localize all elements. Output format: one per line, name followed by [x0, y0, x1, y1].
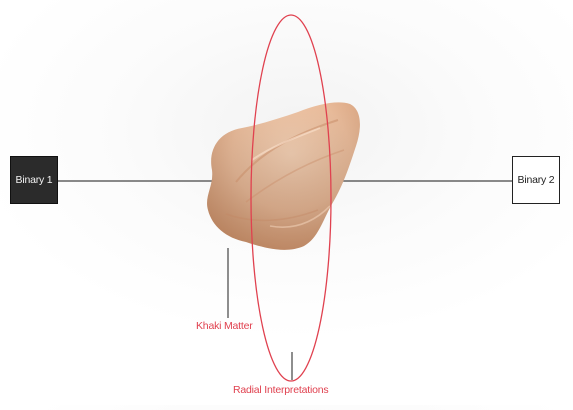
- binary-1-label: Binary 1: [16, 174, 53, 186]
- binary-2-label: Binary 2: [518, 174, 555, 186]
- radial-interpretations-label: Radial Interpretations: [233, 384, 328, 396]
- binary-1-node: Binary 1: [10, 156, 58, 204]
- khaki-matter-label: Khaki Matter: [196, 320, 253, 332]
- binary-2-node: Binary 2: [512, 156, 560, 204]
- khaki-matter-blob: [207, 102, 360, 249]
